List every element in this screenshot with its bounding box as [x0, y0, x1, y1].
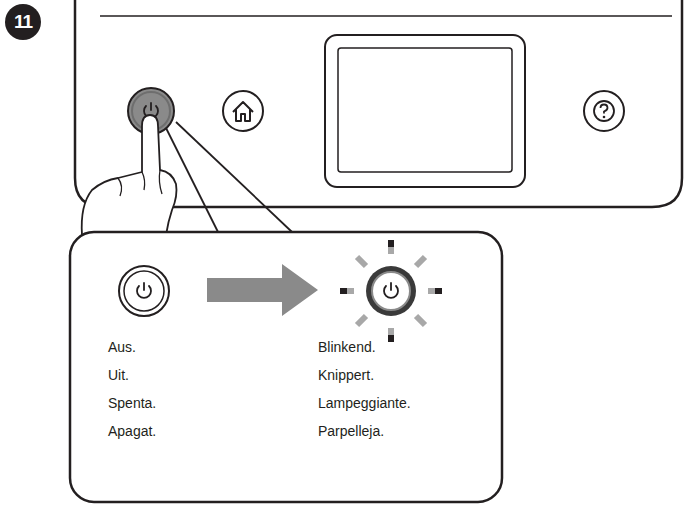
leader-line — [176, 122, 292, 232]
power-symbol — [137, 283, 151, 298]
home-button — [223, 91, 263, 131]
power-blink-icon — [366, 266, 416, 316]
help-icon — [603, 116, 606, 119]
help-button — [584, 91, 624, 131]
state-text: Blinkend. — [318, 339, 376, 356]
step-number: 11 — [14, 11, 32, 34]
hand — [82, 115, 177, 235]
state-text: Uit. — [108, 367, 129, 384]
screen-frame — [325, 35, 525, 187]
screen — [338, 48, 512, 172]
state-text: Apagat. — [108, 423, 156, 440]
callout-box — [70, 232, 502, 502]
help-icon — [594, 101, 614, 121]
state-text: Aus. — [108, 339, 136, 356]
power-off-icon — [124, 271, 164, 311]
transition-arrow — [207, 264, 318, 316]
power-symbol — [384, 283, 398, 298]
blink-rays — [340, 240, 442, 342]
state-text: Spenta. — [108, 395, 156, 412]
hand-detail — [118, 170, 162, 196]
state-text: Lampeggiante. — [318, 395, 411, 412]
leader-line — [166, 128, 218, 232]
home-icon — [233, 102, 253, 121]
help-icon — [601, 105, 608, 114]
step-badge — [5, 4, 41, 40]
blink-rays — [340, 240, 442, 342]
panel-edge — [100, 15, 672, 17]
state-text: Parpelleja. — [318, 423, 384, 440]
power-blink-icon — [372, 272, 410, 310]
power-off-icon — [119, 266, 169, 316]
state-text: Knippert. — [318, 367, 374, 384]
